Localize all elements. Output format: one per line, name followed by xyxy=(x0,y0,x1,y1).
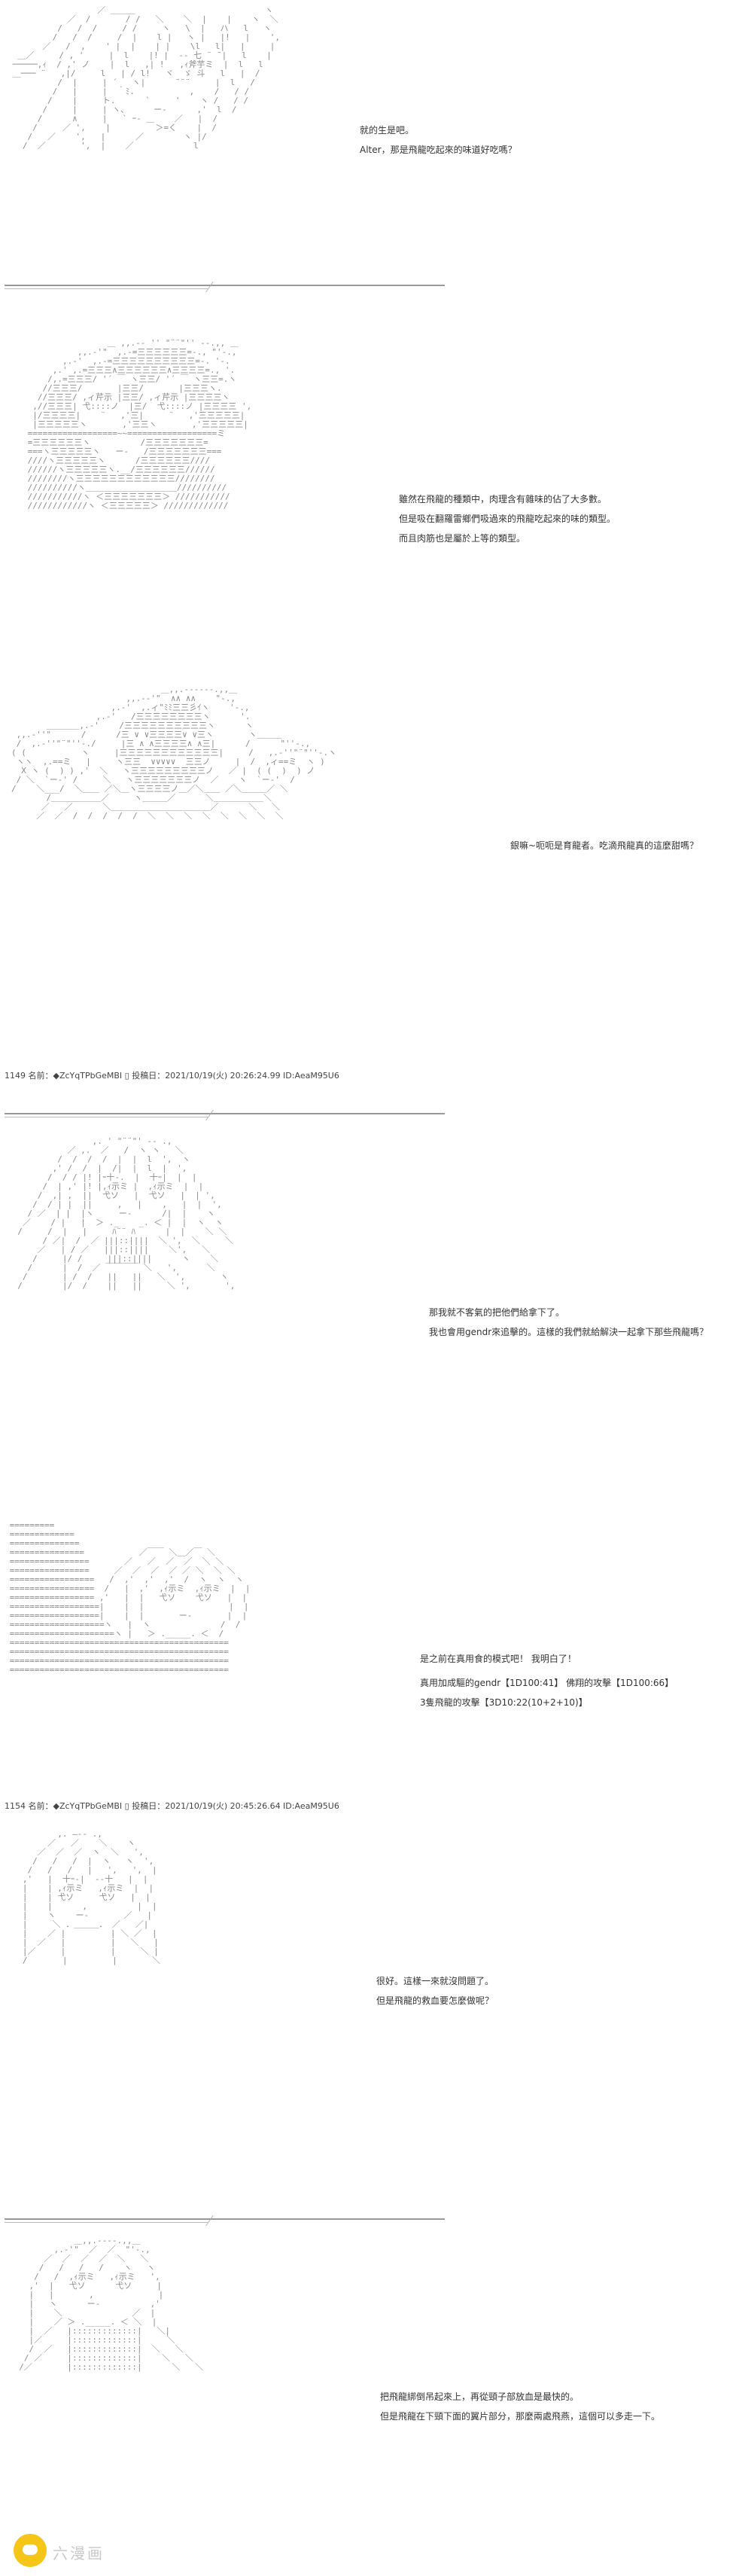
bun-logo-icon xyxy=(14,2534,47,2567)
ascii-art-figure: ,. ―‐- ., ／ ／ ＼ ヽ ／ ／ ／ ヽ ＼ ', / / / | ヽ… xyxy=(22,1829,161,1965)
divider-line xyxy=(5,2218,445,2220)
divider-line xyxy=(5,2222,208,2223)
divider-slash xyxy=(205,1110,221,1120)
dialog-line: 但是飛龍在下頸下面的翼片部分，那麼兩處飛燕，這個可以多走一下。 xyxy=(380,2411,661,2422)
divider-line xyxy=(5,288,208,289)
ascii-art-figure: ========= ============= ============== =… xyxy=(9,1520,251,1675)
ascii-art-figure: ／ ＿＿＿ ヽ ／ / / / ＼ ＼ | | ヽ ＼ / / / / / ヽ … xyxy=(12,5,280,151)
dialog-line: Alter，那是飛龍吃起來的味道好吃嗎？ xyxy=(360,145,517,155)
dialog-line: 那我就不客氣的把他們給拿下了。 xyxy=(429,1307,565,1318)
dialog-box: 就的生是吧。 Alter，那是飛龍吃起來的味道好吃嗎？ xyxy=(360,120,517,160)
dialog-line: 但是吸在翻羅雷鄉們吸過來的飛龍吃起來的味的類型。 xyxy=(399,514,616,524)
dialog-box: 很好。這樣一來就沒問題了。 但是飛龍的救血要怎麼做呢？ xyxy=(376,1971,494,2010)
ascii-art-figure: ,. ' "¨¨"' ‐- ., ／ ,. ／ / ヽ ヽ ＼ / / / / … xyxy=(17,1136,236,1291)
dialog-box: 那我就不客氣的把他們給拿下了。 我也會用gendr來追擊的。這樣的我們就給解決一… xyxy=(429,1303,708,1342)
dialog-line: 我也會用gendr來追擊的。這樣的我們就給解決一起拿下那些飛龍嗎？ xyxy=(429,1327,709,1337)
dialog-line: 銀嘛~呃呃是育龍者。吃滴飛龍真的這麼甜嗎？ xyxy=(510,840,699,851)
dialog-box: 銀嘛~呃呃是育龍者。吃滴飛龍真的這麼甜嗎？ xyxy=(510,836,698,855)
panel-divider xyxy=(5,2215,445,2226)
watermark: 六漫画 xyxy=(14,2534,239,2568)
post-header: 1149 名前：◆ZcYqTPbGeMBI ▯ 投稿日：2021/10/19(火… xyxy=(5,1071,339,1081)
dialog-box: 是之前在真用食的模式吧！ 我明白了！ 真用加成驅的gendr【1D100:41】… xyxy=(420,1649,674,1712)
dialog-line: 真用加成驅的gendr【1D100:41】 佛翔的攻擊【1D100:66】 xyxy=(420,1678,674,1688)
dialog-line: 3隻飛龍的攻擊【3D10:22(10+2+10)】 xyxy=(420,1697,588,1708)
divider-line xyxy=(5,285,445,286)
post-header: 1154 名前：◆ZcYqTPbGeMBI ▯ 投稿日：2021/10/19(火… xyxy=(5,1801,339,1811)
ascii-art-figure: ＿ ,,.-‐ '' "¨¨"'' ‐-.,, ＿ ,,.-'" ,.-=三三三… xyxy=(27,338,252,511)
dialog-line: 把飛龍綁倒吊起來上，再從頸子部放血是最快的。 xyxy=(380,2392,579,2402)
divider-slash xyxy=(205,2215,221,2226)
panel-divider xyxy=(5,1110,445,1120)
ascii-art-figure: ＿,,.-‐‐-.,,＿ ,.-'" ／ ／ "'-., ／ ／ ／ ／ ＼ ＼… xyxy=(19,2236,204,2372)
watermark-text: 六漫画 xyxy=(53,2544,105,2562)
dialog-line: 而且肉筋也是屬於上等的類型。 xyxy=(399,533,526,544)
dialog-line: 就的生是吧。 xyxy=(360,125,415,136)
dialog-line: 但是飛龍的救血要怎麼做呢？ xyxy=(376,1995,494,2006)
dialog-line: 很好。這樣一來就沒問題了。 xyxy=(376,1976,494,1986)
dialog-box: 雖然在飛龍的種類中，肉理含有雜味的佔了大多數。 但是吸在翻羅雷鄉們吸過來的飛龍吃… xyxy=(399,489,616,548)
ascii-art-figure: ＿,,.--‐‐--.,,＿ ,,.-‐'" ∧∧ ∧∧ "‐., ,.-' ,… xyxy=(11,684,337,821)
dialog-box: 把飛龍綁倒吊起來上，再從頸子部放血是最快的。 但是飛龍在下頸下面的翼片部分，那麼… xyxy=(380,2387,660,2426)
panel-divider xyxy=(5,282,445,292)
dialog-line: 是之前在真用食的模式吧！ 我明白了！ xyxy=(420,1654,576,1664)
divider-slash xyxy=(205,282,221,292)
divider-line xyxy=(5,1113,445,1114)
dialog-line: 雖然在飛龍的種類中，肉理含有雜味的佔了大多數。 xyxy=(399,494,607,505)
